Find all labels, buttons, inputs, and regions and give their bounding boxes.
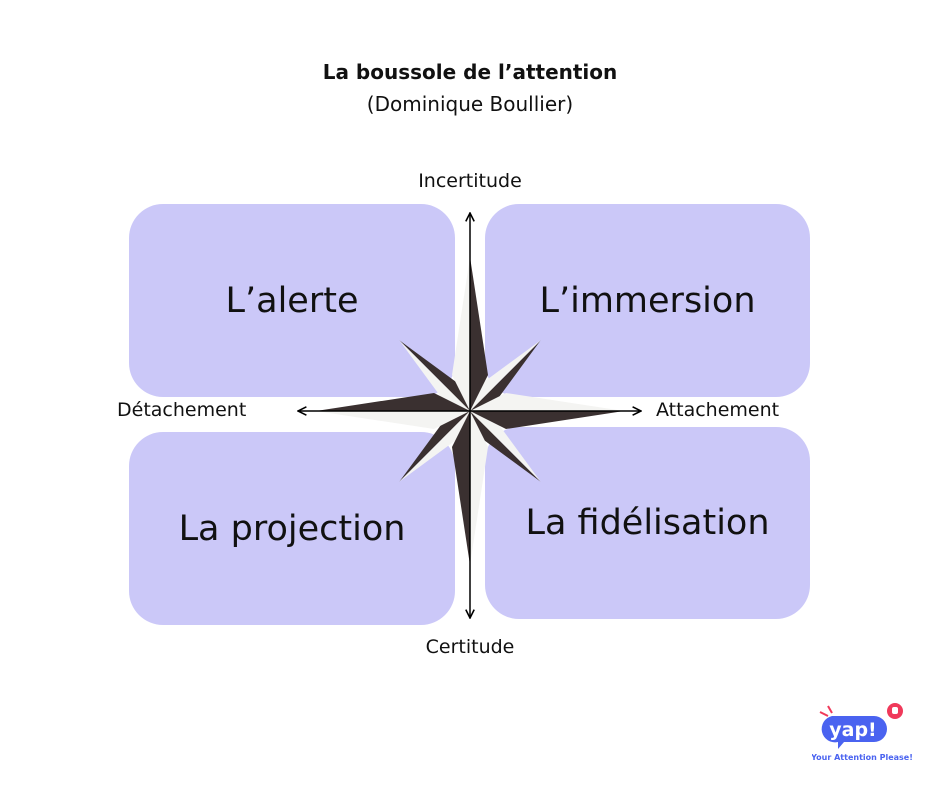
diagram-subtitle: (Dominique Boullier) (366, 92, 574, 116)
axis-label-top: Incertitude (418, 170, 522, 192)
yap-logo-icon: yap! Your Attention Please! (810, 703, 913, 762)
quadrant-label: L’alerte (225, 280, 359, 321)
quadrant-label: L’immersion (539, 280, 756, 321)
axis-label-right: Attachement (656, 399, 780, 421)
quadrant-label: La fidélisation (525, 503, 770, 543)
axis-label-bottom: Certitude (425, 636, 515, 658)
quadrant-label: La projection (178, 508, 406, 549)
axis-label-left: Détachement (117, 399, 247, 421)
quadrant-immersion: L’immersion (485, 204, 810, 397)
svg-text:yap!: yap! (829, 719, 876, 741)
yap-logo: yap! Your Attention Please! (810, 700, 913, 764)
quadrant-projection: La projection (129, 432, 455, 625)
svg-text:Your Attention Please!: Your Attention Please! (812, 753, 912, 762)
diagram-title: La boussole de l’attention (322, 60, 618, 84)
quadrant-fidelisation: La fidélisation (485, 427, 810, 619)
quadrant-alerte: L’alerte (129, 204, 455, 397)
